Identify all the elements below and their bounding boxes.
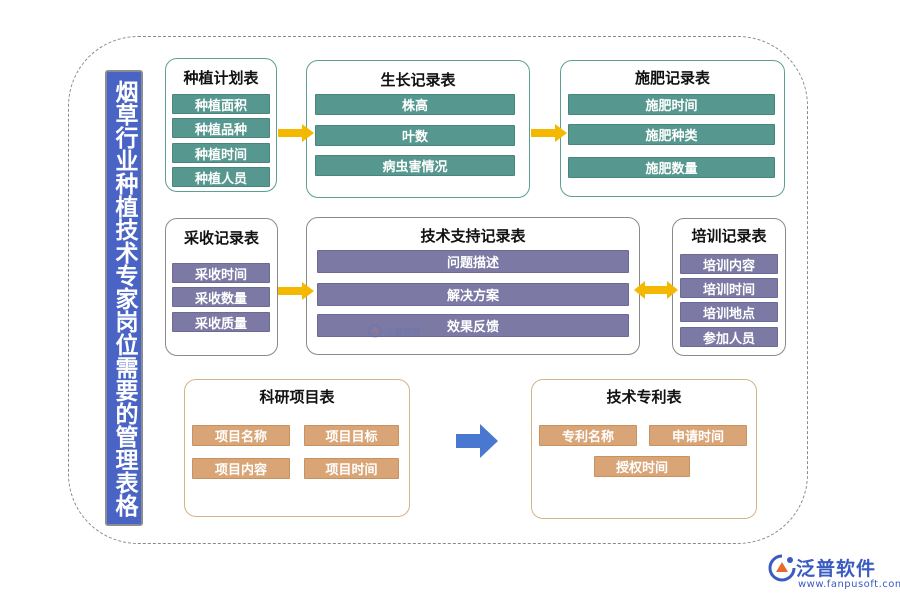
tech-patent-title: 技术专利表: [606, 388, 682, 406]
planting-plan-table: 种植计划表 种植面积 种植品种 种植时间 种植人员: [165, 58, 277, 192]
fertilize-record-field: 施肥时间: [568, 94, 775, 115]
tech-patent-field: 申请时间: [649, 425, 747, 446]
brand-logo: 泛普软件 www.fanpusoft.com: [768, 552, 900, 598]
tech-patent-table: 技术专利表 专利名称 申请时间 授权时间: [531, 379, 757, 519]
growth-record-title: 生长记录表: [380, 71, 456, 89]
research-project-title: 科研项目表: [259, 388, 335, 406]
harvest-record-title: 采收记录表: [183, 229, 259, 247]
planting-plan-title: 种植计划表: [183, 69, 259, 87]
tech-patent-field: 专利名称: [539, 425, 637, 446]
planting-plan-field: 种植面积: [172, 94, 270, 114]
growth-record-table: 生长记录表 株高 叶数 病虫害情况: [306, 60, 530, 198]
harvest-record-table: 采收记录表 采收时间 采收数量 采收质量: [165, 218, 278, 356]
outer-dashed-frame: [68, 36, 808, 544]
fertilize-record-title: 施肥记录表: [634, 69, 710, 87]
harvest-record-field: 采收质量: [172, 312, 270, 332]
arrow-right-icon: [278, 124, 314, 142]
watermark-text: 泛普软件: [385, 327, 422, 338]
arrow-right-blue-icon: [456, 424, 498, 458]
brand-name: 泛普软件: [796, 558, 877, 580]
planting-plan-field: 种植人员: [172, 167, 270, 187]
arrow-right-icon: [531, 124, 567, 142]
watermark-icon: [368, 324, 382, 338]
growth-record-field: 病虫害情况: [315, 155, 515, 176]
harvest-record-field: 采收时间: [172, 263, 270, 283]
double-arrow-icon: [634, 281, 678, 299]
training-record-title: 培训记录表: [691, 227, 767, 245]
fertilize-record-field: 施肥数量: [568, 157, 775, 178]
research-project-field: 项目内容: [192, 458, 290, 479]
research-project-field: 项目目标: [304, 425, 399, 446]
arrow-right-icon: [278, 282, 314, 300]
brand-logo-icon: [768, 554, 796, 582]
training-record-field: 培训内容: [680, 254, 778, 274]
training-record-field: 参加人员: [680, 327, 778, 347]
watermark-logo: 泛普软件: [368, 323, 438, 339]
research-project-field: 项目时间: [304, 458, 399, 479]
fertilize-record-table: 施肥记录表 施肥时间 施肥种类 施肥数量: [560, 60, 785, 197]
training-record-field: 培训地点: [680, 302, 778, 322]
side-title-bar: 烟草行业种植技术专家岗位需要的管理表格: [105, 70, 143, 526]
growth-record-field: 叶数: [315, 125, 515, 146]
tech-support-record-title: 技术支持记录表: [420, 227, 526, 245]
fertilize-record-field: 施肥种类: [568, 124, 775, 145]
training-record-field: 培训时间: [680, 278, 778, 298]
planting-plan-field: 种植品种: [172, 118, 270, 138]
tech-support-record-field: 解决方案: [317, 283, 629, 306]
brand-url: www.fanpusoft.com: [798, 579, 900, 590]
tech-support-record-field: 问题描述: [317, 250, 629, 273]
tech-support-record-field: 效果反馈: [317, 314, 629, 337]
tech-support-record-table: 技术支持记录表 问题描述 解决方案 效果反馈: [306, 217, 640, 355]
harvest-record-field: 采收数量: [172, 287, 270, 307]
planting-plan-field: 种植时间: [172, 143, 270, 163]
research-project-table: 科研项目表 项目名称 项目目标 项目内容 项目时间: [184, 379, 410, 517]
training-record-table: 培训记录表 培训内容 培训时间 培训地点 参加人员: [672, 218, 786, 356]
research-project-field: 项目名称: [192, 425, 290, 446]
tech-patent-field: 授权时间: [594, 456, 690, 477]
growth-record-field: 株高: [315, 94, 515, 115]
